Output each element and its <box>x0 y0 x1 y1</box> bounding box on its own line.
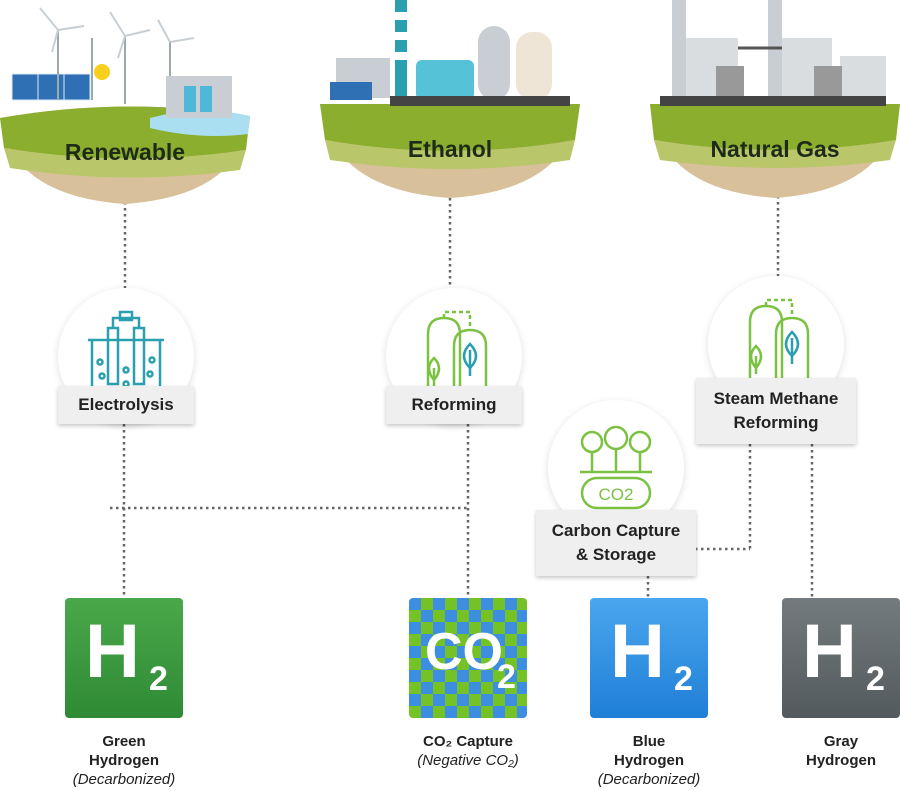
smr-label-line2: Reforming <box>733 413 819 432</box>
co2-capture-tile: CO 2 <box>409 598 527 718</box>
co2-caption-line1: CO₂ Capture <box>422 733 513 750</box>
co2-subscript: 2 <box>497 658 516 696</box>
blue-hydrogen-caption: Blue Hydrogen (Decarbonized) <box>564 732 734 789</box>
source-natural-gas: Natural Gas <box>650 0 900 200</box>
green-hydrogen-tile: H 2 <box>65 598 183 718</box>
ccs-label: Carbon Capture & Storage <box>536 510 696 576</box>
co2-caption-note: (Negative CO₂) <box>417 752 519 769</box>
ethanol-plant-illustration: Ethanol <box>320 0 580 198</box>
source-renewable: Renewable <box>0 0 250 205</box>
green-caption-note: (Decarbonized) <box>72 771 176 788</box>
gray-h-symbol: H <box>802 609 857 694</box>
electrolysis-label: Electrolysis <box>58 386 194 424</box>
electrolysis-icon <box>88 310 164 398</box>
green-h-symbol: H <box>85 609 140 694</box>
carbon-capture-icon: CO2 <box>580 425 652 510</box>
gray-h-subscript: 2 <box>866 660 885 698</box>
checker-pattern <box>409 598 527 718</box>
blue-caption-line2: Hydrogen <box>613 752 684 769</box>
gas-plant-illustration: Natural Gas <box>650 0 900 198</box>
source-ethanol-label: Ethanol <box>408 136 492 162</box>
green-caption-line1: Green <box>102 733 146 750</box>
gray-hydrogen-caption: Gray Hydrogen <box>756 732 900 770</box>
blue-caption-note: (Decarbonized) <box>597 771 701 788</box>
source-natural-gas-label: Natural Gas <box>710 136 839 162</box>
wind-solar-hydro-illustration: Renewable <box>0 7 250 204</box>
blue-h-subscript: 2 <box>674 660 693 698</box>
steam-methane-reforming-icon <box>740 298 816 388</box>
blue-hydrogen-tile: H 2 <box>590 598 708 718</box>
gray-caption-line1: Gray <box>823 733 859 750</box>
blue-caption-line1: Blue <box>632 733 666 750</box>
gray-hydrogen-tile: H 2 <box>782 598 900 718</box>
co2-symbol: CO <box>425 623 503 681</box>
ccs-co2-text: CO2 <box>599 485 634 504</box>
reforming-label: Reforming <box>386 386 522 424</box>
green-hydrogen-caption: Green Hydrogen (Decarbonized) <box>39 732 209 789</box>
ccs-label-line2: & Storage <box>575 545 657 564</box>
ccs-label-line1: Carbon Capture <box>551 521 681 541</box>
green-h-subscript: 2 <box>149 660 168 698</box>
source-renewable-label: Renewable <box>65 139 185 165</box>
gray-caption-line2: Hydrogen <box>805 752 876 769</box>
blue-h-symbol: H <box>610 609 665 694</box>
green-caption-line2: Hydrogen <box>88 752 159 769</box>
co2-capture-caption: CO₂ Capture (Negative CO₂) <box>383 732 553 770</box>
smr-label: Steam Methane Reforming <box>696 378 856 444</box>
smr-label-line1: Steam Methane <box>713 389 839 409</box>
source-ethanol: Ethanol <box>320 0 580 200</box>
